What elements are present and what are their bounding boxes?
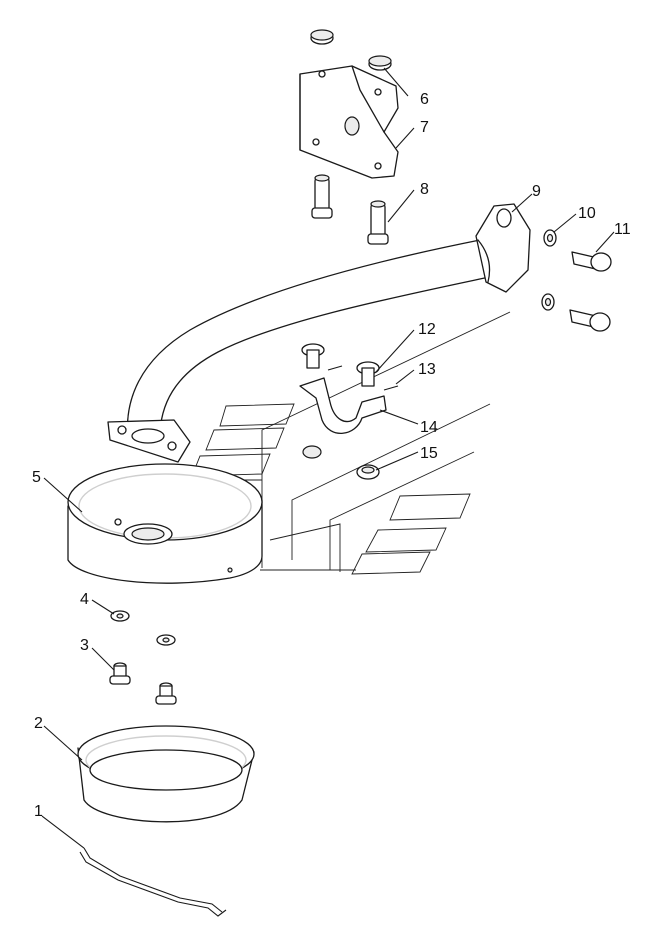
callout-5: 5 <box>32 469 41 486</box>
callout-4: 4 <box>80 591 89 608</box>
leader-lines <box>41 67 615 849</box>
callout-labels: 1 2 3 4 5 6 7 8 9 10 11 12 13 14 15 <box>32 91 631 820</box>
part-6-sleeve <box>310 29 392 71</box>
callout-6: 6 <box>420 91 429 108</box>
part-8-bolts <box>311 174 389 245</box>
callout-1: 1 <box>34 803 43 820</box>
callout-3: 3 <box>80 637 89 654</box>
callout-7: 7 <box>420 119 429 136</box>
part-4-washers <box>110 610 176 646</box>
callout-13: 13 <box>418 361 436 378</box>
callout-9: 9 <box>532 183 541 200</box>
part-11-bolts <box>569 251 612 332</box>
part-3-screws <box>109 662 177 705</box>
part-1-wire-clip <box>79 847 227 917</box>
callout-11: 11 <box>614 221 631 238</box>
callout-12: 12 <box>418 321 436 338</box>
callout-15: 15 <box>420 445 438 462</box>
callout-2: 2 <box>34 715 43 732</box>
part-15-nut <box>356 464 380 480</box>
part-13-pins <box>327 365 399 391</box>
part-2-screen-ring <box>77 725 255 823</box>
part-12-bolts <box>301 343 380 387</box>
part-7-bracket <box>299 65 399 179</box>
callout-8: 8 <box>420 181 429 198</box>
callout-14: 14 <box>420 419 438 436</box>
part-14-clamp <box>299 377 387 459</box>
part-9-suction-pipe <box>107 203 531 463</box>
callout-10: 10 <box>578 205 596 222</box>
part-10-washers <box>541 229 557 311</box>
part-5-strainer-housing <box>67 463 263 584</box>
